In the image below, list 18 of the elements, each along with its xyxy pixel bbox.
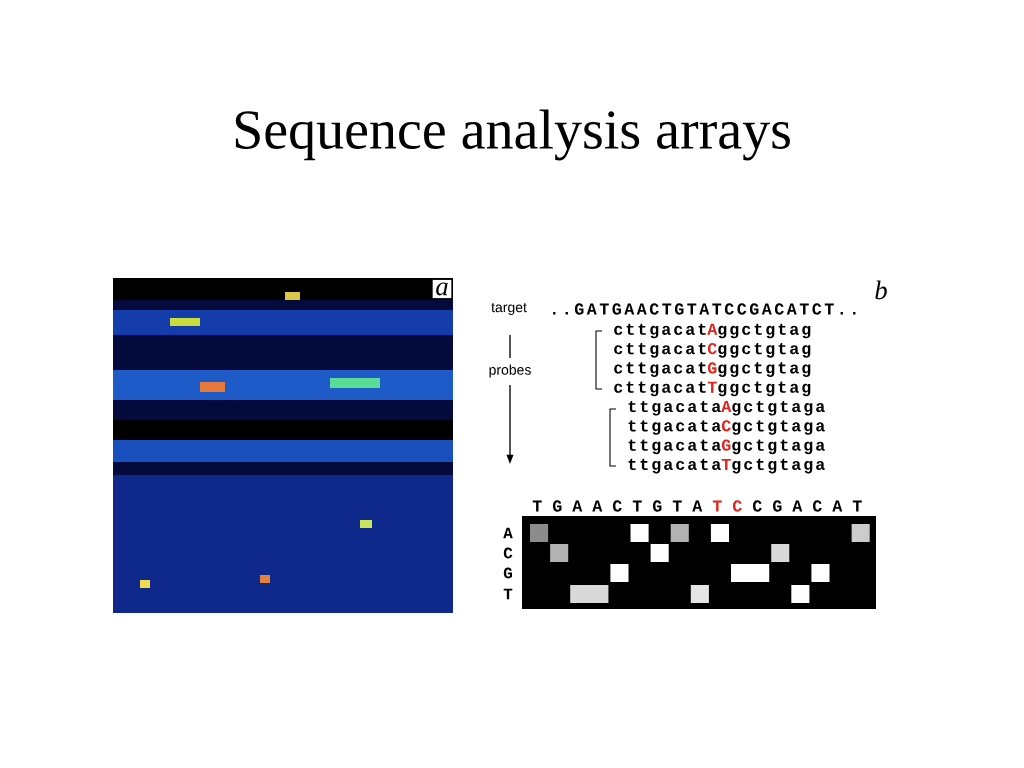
probe-sequence: ttgacataCgctgtaga [628, 420, 825, 435]
probe-sequence: cttgacatAggctgtag [614, 323, 811, 339]
target-label: target [491, 303, 527, 315]
title: Sequence analysis arrays [235, 109, 790, 161]
row-label: C [503, 547, 513, 559]
probe-sequence: ttgacataTgctgtaga [628, 458, 825, 474]
probes-label: probes [489, 364, 531, 378]
target-sequence: ..GATGAACTGTATCCGACATCT.. [553, 303, 856, 315]
probe-sequence: cttgacatGggctgtag [614, 362, 811, 377]
row-label: A [503, 527, 513, 539]
probe-sequence: ttgacataAgctgtaga [628, 400, 825, 416]
panel-letter: b [875, 280, 887, 300]
probe-sequence: ttgacataGgctgtaga [628, 439, 825, 455]
row-label: T [503, 588, 513, 600]
probe-sequence: cttgacatTggctgtag [614, 381, 811, 397]
read-sequence: T G A A C T G T A T C C G A C A T [532, 500, 862, 512]
row-label: G [503, 567, 512, 579]
probe-sequence: cttgacatCggctgtag [614, 342, 811, 358]
